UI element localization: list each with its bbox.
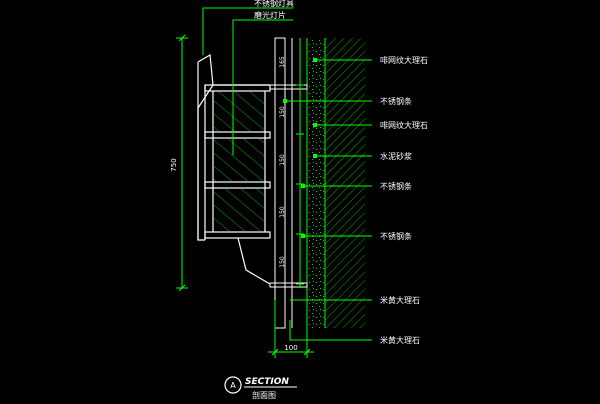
callout-steel-3: 不锈钢条 xyxy=(380,231,412,241)
segment-label-4: 150 xyxy=(279,206,286,218)
glass-panel-2 xyxy=(214,139,264,181)
segment-dimension xyxy=(296,38,304,288)
callout-steel-1: 不锈钢条 xyxy=(380,96,412,106)
callout-glass: 磨光灯片 xyxy=(254,10,286,20)
total-height-label: 750 xyxy=(170,158,178,171)
segment-label-1: 165 xyxy=(279,56,286,68)
width-dimension xyxy=(268,300,314,358)
segment-label-3: 150 xyxy=(279,154,286,166)
callout-beige-1: 米黄大理石 xyxy=(380,295,420,305)
section-title: SECTION xyxy=(245,377,289,387)
marble-cladding xyxy=(274,37,286,329)
leader-dots xyxy=(283,58,317,238)
callout-marble-2: 啡网纹大理石 xyxy=(380,120,428,130)
section-subtitle: 剖面图 xyxy=(252,390,276,400)
glass-panel-3 xyxy=(214,189,264,231)
callout-beige-2: 米黄大理石 xyxy=(380,335,420,345)
total-dimension xyxy=(176,34,188,292)
callout-marble-1: 啡网纹大理石 xyxy=(380,55,428,65)
width-label: 100 xyxy=(284,344,297,352)
section-marker: A xyxy=(224,376,242,394)
wall-hatch xyxy=(325,38,365,328)
callout-steel-2: 不锈钢条 xyxy=(380,181,412,191)
lamp-fixture xyxy=(197,54,271,285)
callout-mortar: 水泥砂浆 xyxy=(380,151,412,161)
mortar-layer xyxy=(307,38,325,328)
callout-lamp: 不锈钢灯具 xyxy=(254,0,294,8)
segment-label-5: 150 xyxy=(279,256,286,268)
section-marker-letter: A xyxy=(230,381,236,390)
glass-panel-1 xyxy=(214,92,264,131)
top-leaders xyxy=(202,7,293,155)
right-leaders xyxy=(285,59,372,341)
segment-label-2: 150 xyxy=(279,106,286,118)
